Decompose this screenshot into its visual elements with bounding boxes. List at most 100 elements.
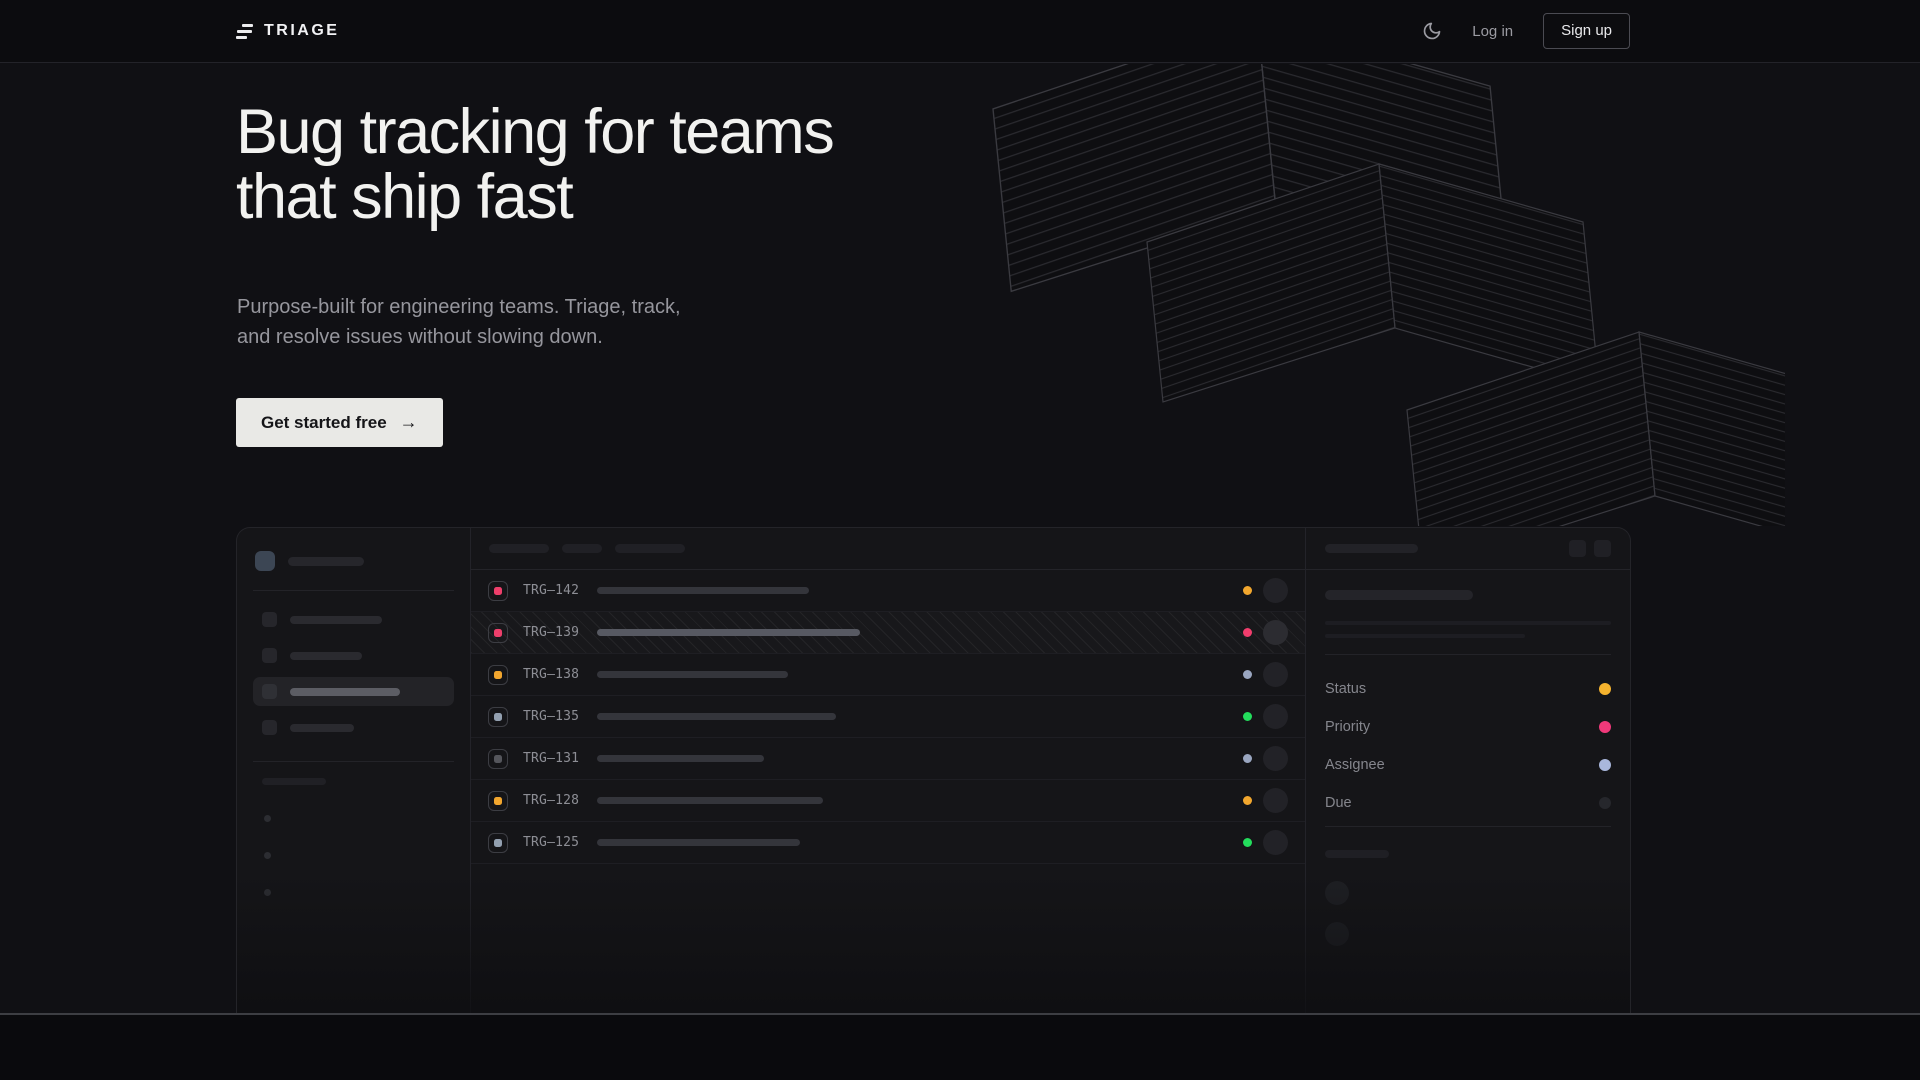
issue-list: TRG–142 TRG–139	[471, 570, 1305, 864]
issue-id: TRG–125	[523, 835, 591, 850]
signup-button[interactable]: Sign up	[1543, 13, 1630, 49]
status-dot	[1243, 838, 1252, 847]
assignee-avatar	[1263, 662, 1288, 687]
list-dot-skeleton	[264, 815, 271, 822]
workspace-switcher-skeleton	[255, 551, 452, 571]
list-toolbar-skeleton	[471, 528, 1305, 570]
filter-pill-skeleton	[615, 544, 685, 553]
filter-pill-skeleton	[562, 544, 602, 553]
brand-logo[interactable]: TRIAGE	[236, 22, 339, 40]
list-dot-skeleton	[264, 889, 271, 896]
issue-type-dot	[494, 671, 502, 679]
issue-row: TRG–142	[471, 570, 1305, 612]
top-nav: TRIAGE Log in Sign up	[0, 0, 1920, 63]
activity-avatar-skeleton	[1325, 881, 1349, 905]
activity-header-skeleton	[1325, 850, 1389, 858]
assignee-avatar	[1263, 746, 1288, 771]
issue-type-dot	[494, 839, 502, 847]
issue-id: TRG–135	[523, 709, 591, 724]
issue-id: TRG–131	[523, 751, 591, 766]
field-label: Due	[1325, 795, 1352, 811]
issue-title-skeleton	[597, 629, 860, 636]
field-list: Status Priority Assignee	[1325, 655, 1611, 810]
field-row: Due	[1325, 795, 1611, 810]
field-value-dot	[1599, 797, 1611, 809]
issue-type-icon	[488, 707, 508, 727]
issue-type-icon	[488, 833, 508, 853]
issue-title-skeleton	[597, 713, 836, 720]
issue-title-skeleton	[597, 755, 764, 762]
issue-row: TRG–139	[471, 612, 1305, 654]
sidebar-item-label-skeleton	[290, 616, 382, 624]
login-link[interactable]: Log in	[1472, 23, 1513, 40]
theme-toggle-button[interactable]	[1422, 21, 1442, 41]
get-started-button[interactable]: Get started free →	[236, 398, 443, 447]
issue-title-skeleton	[597, 671, 788, 678]
status-dot	[1243, 754, 1252, 763]
field-value-dot	[1599, 683, 1611, 695]
issue-type-icon	[488, 749, 508, 769]
field-value-dot	[1599, 721, 1611, 733]
issue-id: TRG–139	[523, 625, 591, 640]
field-row: Assignee	[1325, 757, 1611, 772]
field-row: Priority	[1325, 719, 1611, 734]
issue-title-skeleton	[597, 587, 809, 594]
panel-action-icon-skeleton	[1569, 540, 1586, 557]
hero-title: Bug tracking for teams that ship fast	[236, 100, 833, 230]
sidebar-item-skeleton	[253, 713, 454, 742]
description-line-skeleton	[1325, 634, 1525, 638]
assignee-avatar	[1263, 704, 1288, 729]
sidebar-item-icon	[262, 684, 277, 699]
issue-title-skeleton	[597, 797, 823, 804]
issue-type-icon	[488, 581, 508, 601]
triage-logo-icon	[236, 24, 253, 39]
field-label: Assignee	[1325, 757, 1385, 773]
field-value-dot	[1599, 759, 1611, 771]
issue-type-dot	[494, 587, 502, 595]
sidebar-item-skeleton	[253, 641, 454, 670]
sidebar-item-skeleton-active	[253, 677, 454, 706]
field-label: Priority	[1325, 719, 1370, 735]
filter-pill-skeleton	[489, 544, 549, 553]
issue-row: TRG–135	[471, 696, 1305, 738]
app-mockup: TRG–142 TRG–139	[236, 527, 1631, 1014]
issue-type-dot	[494, 755, 502, 763]
cta-label: Get started free	[261, 413, 387, 433]
mockup-sidebar	[237, 528, 471, 1014]
panel-title-skeleton	[1325, 544, 1418, 553]
issue-title-skeleton	[597, 839, 800, 846]
issue-type-icon	[488, 623, 508, 643]
divider	[253, 761, 454, 762]
issue-row: TRG–128	[471, 780, 1305, 822]
divider	[1325, 826, 1611, 827]
sidebar-item-label-skeleton	[290, 688, 400, 696]
sidebar-item-icon	[262, 612, 277, 627]
assignee-avatar	[1263, 578, 1288, 603]
field-label: Status	[1325, 681, 1366, 697]
status-dot	[1243, 712, 1252, 721]
sidebar-item-label-skeleton	[290, 652, 362, 660]
hero-subtitle: Purpose-built for engineering teams. Tri…	[237, 292, 712, 352]
field-row: Status	[1325, 681, 1611, 696]
description-line-skeleton	[1325, 621, 1611, 625]
issue-type-dot	[494, 797, 502, 805]
panel-action-icon-skeleton	[1594, 540, 1611, 557]
sidebar-item-label-skeleton	[290, 724, 354, 732]
activity-avatar-skeleton	[1325, 922, 1349, 946]
workspace-name-skeleton	[288, 557, 364, 566]
issue-type-icon	[488, 791, 508, 811]
status-dot	[1243, 586, 1252, 595]
brand-name: TRIAGE	[264, 22, 339, 40]
issue-id: TRG–138	[523, 667, 591, 682]
issue-type-icon	[488, 665, 508, 685]
detail-panel-header	[1306, 528, 1630, 570]
assignee-avatar	[1263, 830, 1288, 855]
status-dot	[1243, 796, 1252, 805]
issue-detail-panel: Status Priority Assignee	[1305, 528, 1630, 1014]
issue-list-column: TRG–142 TRG–139	[471, 528, 1305, 1014]
issue-row: TRG–138	[471, 654, 1305, 696]
issue-id: TRG–142	[523, 583, 591, 598]
list-dot-skeleton	[264, 852, 271, 859]
hero-title-line1: Bug tracking for teams	[236, 97, 833, 167]
